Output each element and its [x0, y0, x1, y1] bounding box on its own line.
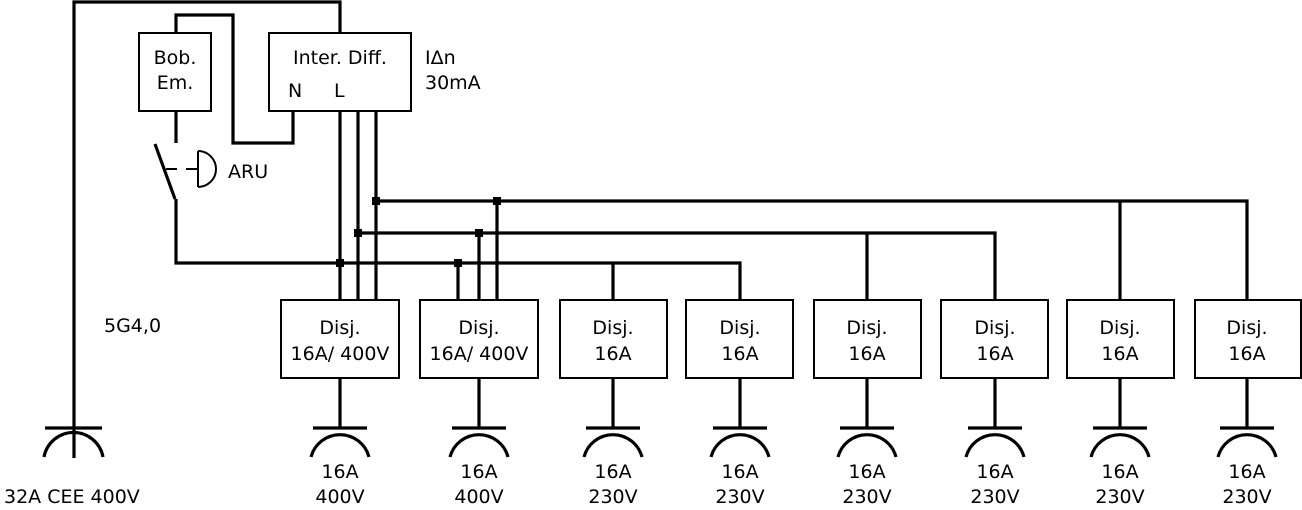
outlet-label-line1: 16A — [460, 461, 497, 483]
breaker-box — [280, 299, 400, 379]
cable-label: 5G4,0 — [104, 315, 161, 337]
breaker-label-line2: 16A/ 400V — [430, 343, 529, 365]
breaker-3: Disj. 16A 16A 230V — [559, 299, 668, 508]
breaker-label-line2: 16A — [1228, 343, 1265, 365]
outlet-label-line1: 16A — [321, 461, 358, 483]
breaker-label-line1: Disj. — [1226, 317, 1267, 339]
breaker-label-line1: Disj. — [846, 317, 887, 339]
outlet-label-line1: 16A — [848, 461, 885, 483]
supply-socket-icon — [42, 426, 105, 458]
outlet-label-line1: 16A — [1228, 461, 1265, 483]
outlet-label-line1: 16A — [1101, 461, 1138, 483]
junction-dot — [454, 259, 462, 267]
junction-dot — [336, 259, 344, 267]
rcd-terminal-n: N — [288, 80, 302, 102]
breaker-box — [940, 299, 1049, 379]
breaker-feeds — [611, 201, 1122, 300]
breaker-label-line1: Disj. — [592, 317, 633, 339]
breaker-label-line2: 16A — [721, 343, 758, 365]
breaker-box — [559, 299, 668, 379]
rcd-sensitivity-line2: 30mA — [425, 72, 481, 94]
breaker-2: Disj. 16A/ 400V 16A 400V — [419, 299, 539, 508]
outlet-label-line2: 230V — [842, 486, 891, 508]
outlet-label-line2: 230V — [1095, 486, 1144, 508]
breaker-label-line1: Disj. — [458, 317, 499, 339]
breaker-4: Disj. 16A 16A 230V — [685, 299, 794, 508]
breaker-label-line1: Disj. — [974, 317, 1015, 339]
bus-line-2 — [358, 231, 997, 300]
outlet-label-line2: 230V — [715, 486, 764, 508]
rcd-output-wires — [338, 111, 378, 300]
outlet-label-line1: 16A — [721, 461, 758, 483]
outlet-socket-icon — [582, 426, 644, 458]
breaker-box — [813, 299, 922, 379]
breaker-box — [1066, 299, 1175, 379]
breaker-label-line2: 16A — [1101, 343, 1138, 365]
junction-dot — [372, 197, 380, 205]
breaker-8: Disj. 16A 16A 230V — [1194, 299, 1302, 508]
breaker-box — [685, 299, 794, 379]
coil-box — [138, 32, 212, 112]
breaker-label-line2: 16A/ 400V — [291, 343, 390, 365]
outlet-label-line1: 16A — [594, 461, 631, 483]
outlet-socket-icon — [964, 426, 1026, 458]
outlet-socket-icon — [448, 426, 510, 458]
breaker-6: Disj. 16A 16A 230V — [940, 299, 1049, 508]
rcd-terminal-l: L — [334, 80, 345, 102]
rcd-sensitivity-line1: IΔn — [425, 47, 456, 69]
bus-line-3 — [376, 199, 1249, 300]
breaker-label-line2: 16A — [848, 343, 885, 365]
junction-dot — [354, 229, 362, 237]
breaker-5: Disj. 16A 16A 230V — [813, 299, 922, 508]
supply-wiring — [72, 0, 342, 458]
emergency-stop-switch-icon — [153, 143, 217, 200]
breaker-label-line2: 16A — [594, 343, 631, 365]
junction-dot — [493, 197, 501, 205]
breaker-label-line1: Disj. — [319, 317, 360, 339]
supply-socket-label: 32A CEE 400V — [4, 486, 140, 508]
coil-n-wire — [174, 13, 295, 145]
breaker-label-line1: Disj. — [1099, 317, 1140, 339]
breaker-label-line1: Disj. — [719, 317, 760, 339]
rcd-title: Inter. Diff. — [293, 47, 387, 69]
outlet-socket-icon — [1089, 426, 1151, 458]
outlet-label-line1: 16A — [976, 461, 1013, 483]
breaker-7: Disj. 16A 16A 230V — [1066, 299, 1175, 508]
breaker-label-line2: 16A — [976, 343, 1013, 365]
outlet-label-line2: 230V — [1222, 486, 1271, 508]
junction-dot — [475, 229, 483, 237]
outlet-label-line2: 230V — [970, 486, 1019, 508]
outlet-socket-icon — [709, 426, 771, 458]
coil-label-line1: Bob. — [154, 47, 197, 69]
outlet-label-line2: 400V — [315, 486, 364, 508]
breaker-box — [419, 299, 539, 379]
emergency-stop-label: ARU — [228, 161, 268, 183]
breaker-1: Disj. 16A/ 400V 16A 400V — [280, 299, 400, 508]
breakers: Disj. 16A/ 400V 16A 400V Disj. 16A/ 400V 16A 40… — [280, 299, 1302, 508]
outlet-socket-icon — [309, 426, 371, 458]
outlet-socket-icon — [836, 426, 898, 458]
outlet-label-line2: 230V — [588, 486, 637, 508]
junction-dots — [336, 197, 501, 267]
coil-label-line2: Em. — [157, 72, 194, 94]
breaker-2-feeds — [456, 201, 499, 300]
outlet-socket-icon — [1216, 426, 1278, 458]
outlet-label-line2: 400V — [454, 486, 503, 508]
breaker-box — [1194, 299, 1302, 379]
